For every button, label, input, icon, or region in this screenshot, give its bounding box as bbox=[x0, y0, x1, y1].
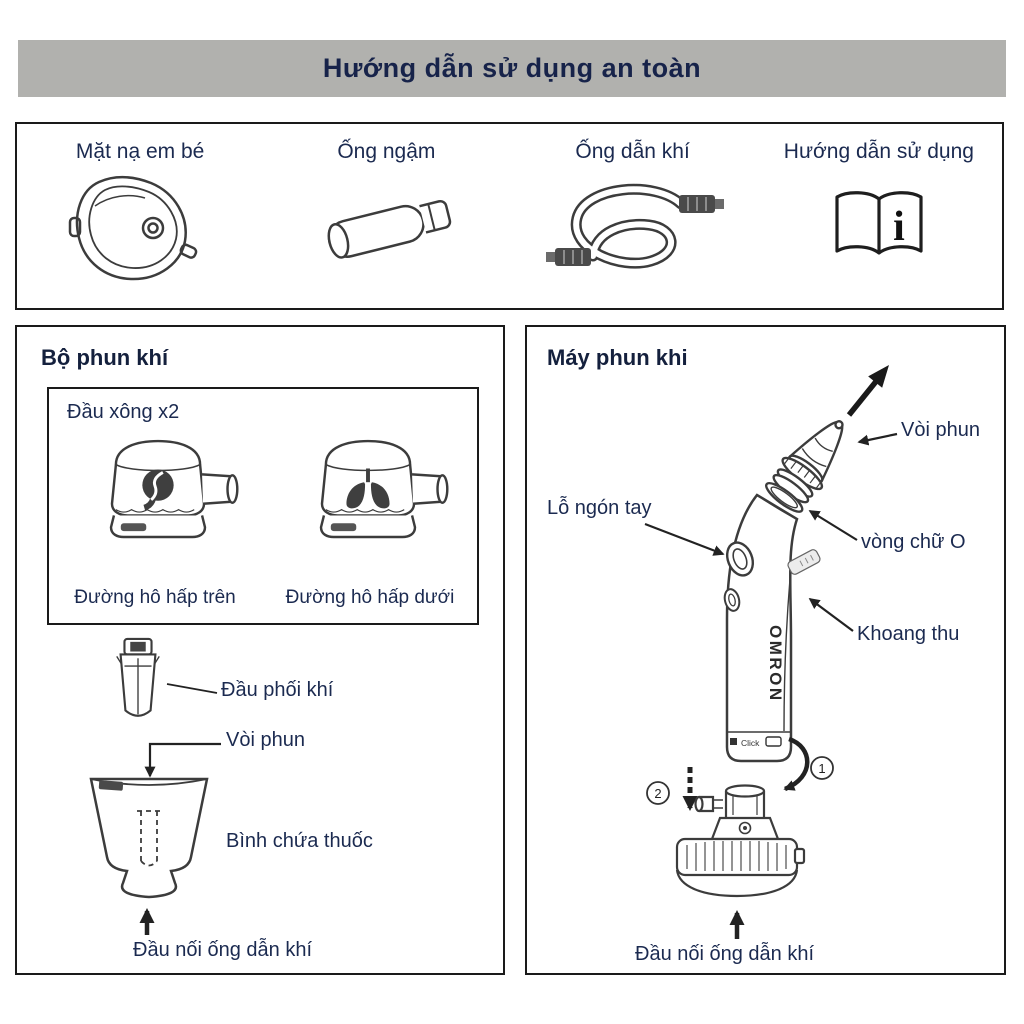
tube-connector-a bbox=[678, 195, 724, 213]
device-nozzle-label: Vòi phun bbox=[901, 419, 980, 441]
nozzle-leader-arrow bbox=[857, 432, 898, 446]
instruction-book-label: Hướng dẫn sử dụng bbox=[783, 140, 974, 163]
finger-hole-leader-arrow bbox=[644, 522, 725, 556]
accessory-air-tube: Ống dẫn khí bbox=[510, 124, 756, 308]
upper-airway-head-icon bbox=[109, 439, 239, 539]
side-label-chip bbox=[787, 549, 821, 575]
nebulizer-heads-box: Đầu xông x2 bbox=[47, 387, 479, 625]
power-button bbox=[723, 588, 741, 612]
finger-hole bbox=[723, 541, 755, 612]
upper-airway-label: Đường hô hấp trên bbox=[74, 587, 236, 608]
medicine-cup-label: Bình chứa thuốc bbox=[226, 830, 373, 852]
o-ring bbox=[765, 481, 804, 513]
accessory-mouthpiece: Ống ngậm bbox=[263, 124, 509, 308]
o-ring-leader-arrow bbox=[808, 510, 858, 541]
air-distributor-label: Đầu phối khí bbox=[221, 679, 334, 701]
lungs-icon bbox=[346, 468, 390, 509]
latch-band: Click bbox=[727, 731, 791, 748]
kit-nozzle-label: Vòi phun bbox=[226, 729, 305, 751]
chamber-label: Khoang thu bbox=[857, 623, 960, 645]
accessory-baby-mask: Mặt nạ em bé bbox=[17, 124, 263, 308]
baby-mask-icon bbox=[68, 176, 198, 281]
svg-text:2: 2 bbox=[654, 786, 661, 801]
finger-hole-label: Lỗ ngón tay bbox=[547, 497, 652, 519]
accessories-panel: Mặt nạ em bé Ống ngậm bbox=[15, 122, 1004, 310]
lower-airway-label: Đường hô hấp dưới bbox=[285, 587, 455, 608]
device-panel-title: Máy phun khi bbox=[547, 345, 688, 370]
kit-tube-connector-label: Đầu nối ống dẫn khí bbox=[133, 939, 313, 961]
o-ring-label: vòng chữ O bbox=[861, 531, 966, 553]
baby-mask-label: Mặt nạ em bé bbox=[75, 140, 205, 163]
air-tube-label: Ống dẫn khí bbox=[575, 140, 690, 163]
tube-connector-b bbox=[545, 248, 591, 266]
nozzle-cap-assembly bbox=[765, 420, 844, 513]
ribbed-ring bbox=[781, 456, 824, 491]
mouthpiece-label: Ống ngậm bbox=[337, 140, 436, 163]
device-tube-connector-label: Đầu nối ống dẫn khí bbox=[635, 943, 815, 965]
device-body bbox=[725, 493, 799, 763]
heads-box-title: Đầu xông x2 bbox=[67, 401, 180, 423]
medicine-cup-icon bbox=[89, 777, 209, 899]
page-title-bar: Hướng dẫn sử dụng an toàn bbox=[18, 40, 1006, 97]
air-tube-icon bbox=[545, 183, 724, 269]
air-distributor-leader bbox=[166, 683, 218, 694]
lower-airway-head-icon bbox=[319, 439, 449, 539]
latch-button bbox=[765, 736, 782, 747]
instruction-book-icon: i bbox=[835, 191, 923, 255]
chamber-leader-arrow bbox=[808, 598, 854, 632]
step2-badge: 2 bbox=[646, 781, 670, 805]
kit-panel: Bộ phun khí Đầu xông x2 bbox=[15, 325, 505, 975]
internal-nozzle-dashed bbox=[137, 810, 161, 867]
air-distributor-icon bbox=[116, 637, 160, 717]
brand-text: OMRON bbox=[766, 625, 785, 703]
chamber-seam bbox=[783, 578, 791, 732]
kit-panel-title: Bộ phun khí bbox=[41, 345, 169, 370]
nozzle-cone bbox=[788, 420, 844, 483]
spray-direction-arrow bbox=[846, 365, 889, 417]
mouthpiece-icon bbox=[327, 199, 452, 259]
device-panel: Máy phun khi bbox=[525, 325, 1006, 975]
svg-text:1: 1 bbox=[818, 761, 825, 776]
click-text: Click bbox=[741, 738, 760, 748]
step1-arrow bbox=[783, 736, 810, 792]
step1-badge: 1 bbox=[810, 756, 834, 780]
base-tank bbox=[675, 784, 806, 898]
page-title: Hướng dẫn sử dụng an toàn bbox=[322, 53, 702, 83]
book-info-glyph: i bbox=[893, 204, 905, 250]
accessory-instruction-book: Hướng dẫn sử dụng i bbox=[756, 124, 1002, 308]
head-silhouette-icon bbox=[142, 469, 174, 511]
